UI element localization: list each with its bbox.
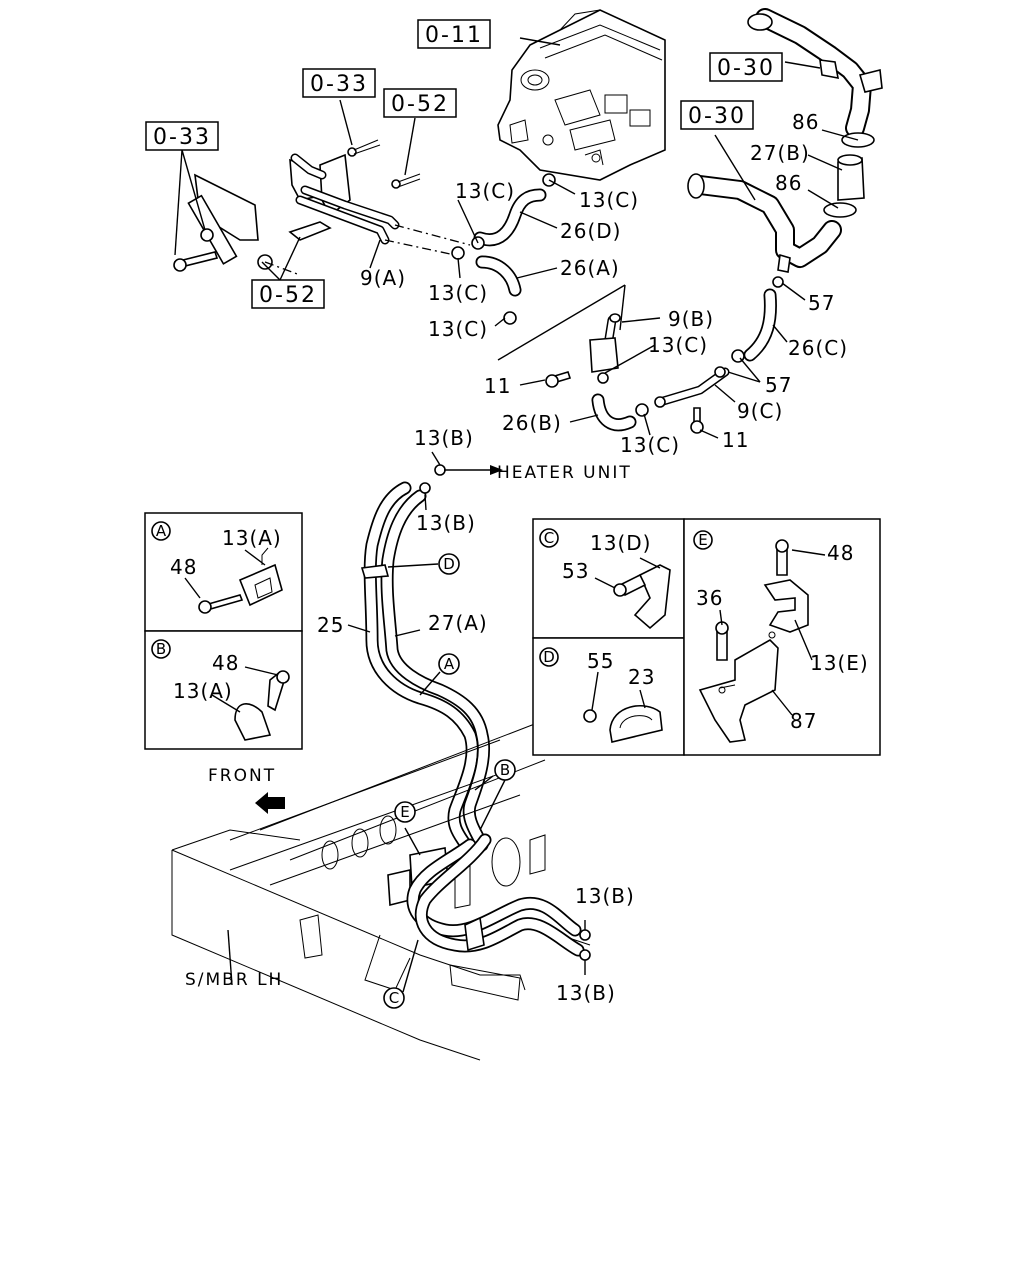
callout-48: 48 [827, 541, 854, 565]
ref-box-0-33-left: 0-33 [145, 121, 219, 151]
callout-26d: 26(D) [560, 219, 621, 243]
callout-13e: 13(E) [810, 651, 869, 675]
inset-a: A 13(A) 48 [144, 512, 303, 632]
ref-box-0-33-top: 0-33 [302, 68, 376, 98]
frame-side-member [171, 719, 591, 1061]
callout-57: 57 [765, 373, 792, 397]
callout-36: 36 [696, 586, 723, 610]
inset-c: C 13(D) 53 [532, 518, 685, 639]
side-member-label: S/MBR LH [185, 970, 283, 990]
lower-hose-run [227, 779, 591, 993]
callout-11: 11 [484, 374, 511, 398]
callout-13b: 13(B) [414, 426, 474, 450]
callout-13c: 13(C) [428, 317, 488, 341]
callout-25: 25 [317, 613, 344, 637]
callout-23: 23 [628, 665, 655, 689]
callout-13c: 13(C) [428, 281, 488, 305]
callout-86: 86 [775, 171, 802, 195]
right-pipes-0-30 [687, 8, 883, 383]
marker-a: A [438, 653, 460, 675]
callout-48: 48 [212, 651, 239, 675]
callout-13d: 13(D) [590, 531, 651, 555]
ref-box-0-30-top: 0-30 [709, 52, 783, 82]
callout-11: 11 [722, 428, 749, 452]
inset-b: B 48 13(A) [144, 630, 303, 750]
marker-d: D [438, 553, 460, 575]
callout-48: 48 [170, 555, 197, 579]
svg-text:E: E [400, 803, 409, 821]
svg-text:C: C [389, 989, 399, 1007]
ref-box-0-30-mid: 0-30 [680, 100, 754, 130]
engine-block [497, 9, 666, 181]
ref-label: 0-30 [688, 104, 746, 129]
inset-d: D 55 23 [532, 637, 685, 756]
svg-text:B: B [500, 761, 510, 779]
callout-57: 57 [808, 291, 835, 315]
inset-letter: E [698, 531, 707, 549]
callout-9a: 9(A) [360, 266, 406, 290]
front-arrow-icon [255, 792, 285, 814]
callout-26c: 26(C) [788, 336, 848, 360]
callout-13a: 13(A) [173, 679, 233, 703]
ref-label: 0-33 [310, 72, 368, 97]
part-callouts: 86 27(B) 86 13(C) 13(C) 26(D) 26(A) 9(A)… [317, 110, 848, 1005]
callout-53: 53 [562, 559, 589, 583]
marker-c: C [383, 987, 405, 1009]
callout-13b: 13(B) [556, 981, 616, 1005]
callout-13b: 13(B) [575, 884, 635, 908]
callout-13c: 13(C) [620, 433, 680, 457]
callout-87: 87 [790, 709, 817, 733]
marker-e: E [394, 801, 416, 823]
callout-9c: 9(C) [737, 399, 783, 423]
hoses-26a-26d [451, 173, 576, 327]
callout-13a: 13(A) [222, 526, 282, 550]
pipe-bracket-assembly [173, 139, 421, 272]
ref-label: 0-11 [425, 23, 483, 48]
svg-text:A: A [444, 655, 455, 673]
inset-letter: D [543, 648, 555, 666]
callout-27a: 27(A) [428, 611, 488, 635]
ref-box-0-52-bottom: 0-52 [251, 279, 325, 309]
callout-13c: 13(C) [455, 179, 515, 203]
heater-unit-label: HEATER UNIT [497, 463, 632, 483]
inset-letter: A [156, 522, 167, 540]
ref-label: 0-52 [259, 283, 317, 308]
svg-text:D: D [443, 555, 455, 573]
callout-26b: 26(B) [502, 411, 562, 435]
callout-13b: 13(B) [416, 511, 476, 535]
callout-13c: 13(C) [648, 333, 708, 357]
ref-label: 0-52 [391, 92, 449, 117]
ref-label: 0-33 [153, 125, 211, 150]
inset-letter: B [156, 640, 166, 658]
inset-letter: C [544, 529, 554, 547]
front-label: FRONT [208, 766, 276, 786]
callout-55: 55 [587, 649, 614, 673]
callout-9b: 9(B) [668, 307, 714, 331]
callout-26a: 26(A) [560, 256, 620, 280]
callout-27b: 27(B) [750, 141, 810, 165]
inset-e: E 48 36 13(E) 87 [683, 518, 881, 756]
callout-13c: 13(C) [579, 188, 639, 212]
heater-hose-run [347, 451, 503, 857]
ref-box-0-11: 0-11 [417, 19, 491, 49]
ref-box-0-52-top: 0-52 [383, 88, 457, 118]
leader-lines-upper-left [174, 37, 561, 281]
marker-b: B [494, 759, 516, 781]
ref-label: 0-30 [717, 56, 775, 81]
lower-center-pipes [497, 284, 761, 439]
callout-86: 86 [792, 110, 819, 134]
